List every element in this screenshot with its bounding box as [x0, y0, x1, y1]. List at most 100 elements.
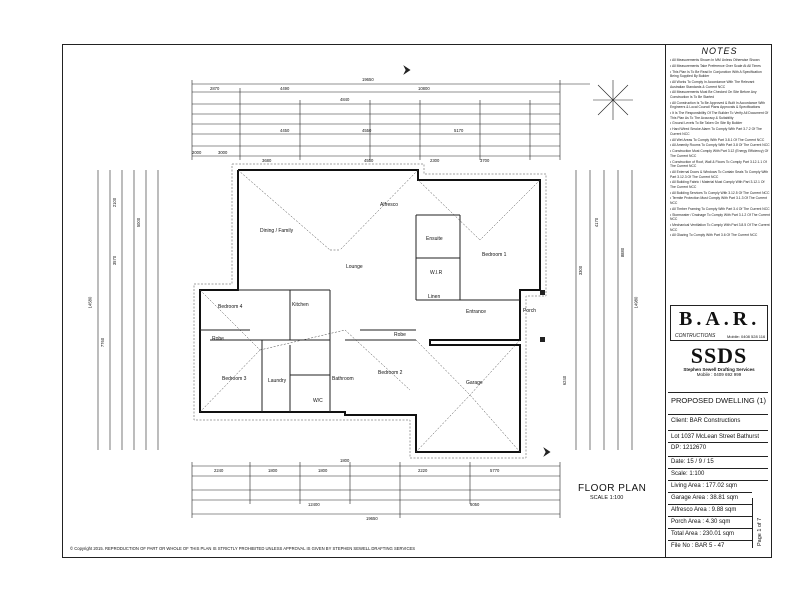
note-item: • All Building Services To Comply With 3…	[670, 190, 770, 195]
room-kitchen: Kitchen	[292, 302, 309, 308]
room-wir: W.I.R	[430, 270, 443, 276]
logo-mobile: Mobile: 0408 528 116	[727, 334, 766, 339]
room-wc: W/C	[313, 398, 323, 404]
dim-right-3: 4170	[594, 217, 600, 228]
dim-top-8: 2000	[192, 150, 202, 155]
dim-top-13: 3700	[480, 158, 490, 163]
total-area: Total Area : 230.01 sqm	[668, 528, 752, 539]
note-item: • All Measurements Must Be Checked On Si…	[670, 90, 757, 99]
dim-left-1: 7760	[100, 337, 106, 348]
dim-top-2: 4840	[340, 97, 350, 102]
note-item: • Mechanical Ventilation To Comply With …	[670, 222, 770, 232]
dim-right-4: 3300	[578, 265, 584, 276]
notes-list: • All Measurements Shown In MM Unless Ot…	[670, 58, 770, 239]
note-item: • All Amenity Rooms To Comply With Part …	[670, 143, 770, 148]
room-alfresco: Alfresco	[380, 202, 399, 208]
dim-top-11: 4550	[364, 158, 374, 163]
room-bedroom-1: Bedroom 1	[482, 252, 507, 258]
room-lounge: Lounge	[346, 264, 363, 270]
file-number: File No : BAR 5 - 47	[668, 540, 752, 551]
dim-top-10: 3680	[262, 158, 272, 163]
living-area: Living Area : 177.02 sqm	[668, 480, 768, 491]
note-item: • All Measurements Take Preference Over …	[670, 63, 761, 68]
scale: Scale: 1:100	[668, 468, 768, 479]
dim-bottom-7: 1800	[340, 458, 350, 463]
dim-top-5: 4450	[280, 128, 290, 133]
lot: Lot 1037 McLean Street Bathurst	[668, 430, 768, 442]
copyright-notice: © Copyright 2015. REPRODUCTION OF PART O…	[70, 546, 416, 551]
room-bedroom-4: Bedroom 4	[218, 304, 243, 310]
drafting-mobile: Mobile : 0409 692 999	[696, 372, 742, 377]
notes-title: NOTES	[701, 46, 738, 56]
note-item: • Hard Wired Smoke Alarm To Comply With …	[670, 127, 762, 136]
drafting-name: Stephen Sewell Drafting Services	[683, 367, 755, 372]
room-robe-2: Robe	[394, 332, 406, 338]
room-entrance: Entrance	[466, 309, 487, 315]
dim-top-7: 5170	[454, 128, 464, 133]
note-item: • Ground Levels To Be Taken On Site By B…	[670, 121, 743, 126]
dim-left-0: 14580	[87, 296, 93, 309]
garage-area: Garage Area : 38.81 sqm	[668, 492, 752, 503]
dim-top-3: 4490	[280, 86, 290, 91]
note-item: • All Timber Framing To Comply With Part…	[670, 206, 770, 211]
dim-right-0: 14980	[633, 296, 639, 309]
project-title: PROPOSED DWELLING (1)	[668, 392, 768, 408]
room-garage: Garage	[466, 380, 483, 386]
alfresco-area: Alfresco Area : 9.88 sqm	[668, 504, 752, 515]
note-item: • Construction of Roof, Wall & Floors To…	[670, 159, 767, 169]
room-robe-1: Robe	[212, 336, 224, 342]
note-item: • All Measurements Shown In MM Unless Ot…	[670, 58, 760, 62]
dim-bottom-8: 2220	[418, 468, 428, 473]
room-linen: Linen	[428, 294, 441, 300]
date: Date: 15 / 9 / 15	[668, 456, 768, 467]
dim-bottom-2: 6050	[470, 502, 480, 507]
dim-top-12: 2300	[430, 158, 440, 163]
dim-bottom-0: 12400	[308, 502, 320, 507]
dim-bottom-4: 2240	[214, 468, 224, 473]
dim-left-2: 5000	[136, 217, 142, 228]
note-item: • All Construction Is To Be Approved & B…	[670, 100, 765, 110]
plan-scale: SCALE 1:100	[590, 495, 624, 501]
note-item: • This Plan Is To Be Read In Conjunction…	[670, 69, 762, 79]
note-item: • All Glazing To Comply With Part 3.6 Of…	[670, 233, 758, 238]
note-item: • All Building Fabric / Material Must Co…	[670, 180, 765, 189]
room-laundry: Laundry	[268, 378, 287, 384]
porch-area: Porch Area : 4.30 sqm	[668, 516, 752, 527]
drawing-sheet	[62, 44, 772, 558]
page-number: Page 1 of 7	[752, 498, 767, 548]
logo-sub-text: CONTRUCTIONS	[675, 333, 716, 339]
room-bedroom-3: Bedroom 3	[222, 376, 247, 382]
page-number-text: Page 1 of 7	[757, 517, 763, 546]
room-ensuite: Ensuite	[426, 236, 443, 242]
logo-main-text: B.A.R.	[679, 308, 761, 330]
dim-bottom-1: 19650	[366, 516, 378, 521]
note-item: • All Works To Comply In Accordance With…	[670, 79, 755, 89]
note-item: • It Is The Responsibility Of The Builde…	[670, 111, 769, 120]
dim-right-2: 6240	[562, 375, 568, 386]
plan-title: FLOOR PLAN	[578, 483, 647, 494]
ssds-mark: SSDS	[690, 343, 748, 368]
room-dining-family: Dining / Family	[260, 228, 294, 234]
ssds-logo: SSDS Stephen Sewell Drafting Services Mo…	[670, 345, 768, 385]
note-item: • Termite Protection Must Comply With Pa…	[670, 196, 767, 206]
note-item: • All Wet Areas To Comply With Part 3.8.…	[670, 137, 765, 142]
dim-bottom-5: 1800	[268, 468, 278, 473]
notes-panel: NOTES • All Measurements Shown In MM Unl…	[665, 44, 772, 558]
dim-left-4: 2100	[112, 197, 118, 208]
dim-top-1: 10800	[418, 86, 430, 91]
dp: DP: 1212670	[668, 442, 768, 453]
room-bathroom: Bathroom	[332, 376, 354, 382]
client: Client: BAR Constructions	[668, 414, 768, 426]
dim-top-6: 4550	[362, 128, 372, 133]
dim-right-1: 8880	[620, 247, 626, 258]
room-bedroom-2: Bedroom 2	[378, 370, 403, 376]
note-item: • Stormwater / Drainage To Comply With P…	[670, 212, 770, 222]
note-item: • Construction Must Comply With Part 3.1…	[670, 149, 769, 158]
room-porch: Porch	[523, 308, 537, 314]
note-item: • All External Doors & Windows To Contai…	[670, 169, 769, 179]
dim-top-4: 2870	[210, 86, 220, 91]
dim-bottom-3: 5770	[490, 468, 500, 473]
bar-logo: B.A.R. CONTRUCTIONS Mobile: 0408 528 116	[670, 305, 768, 341]
dim-top-0: 19650	[362, 77, 374, 82]
